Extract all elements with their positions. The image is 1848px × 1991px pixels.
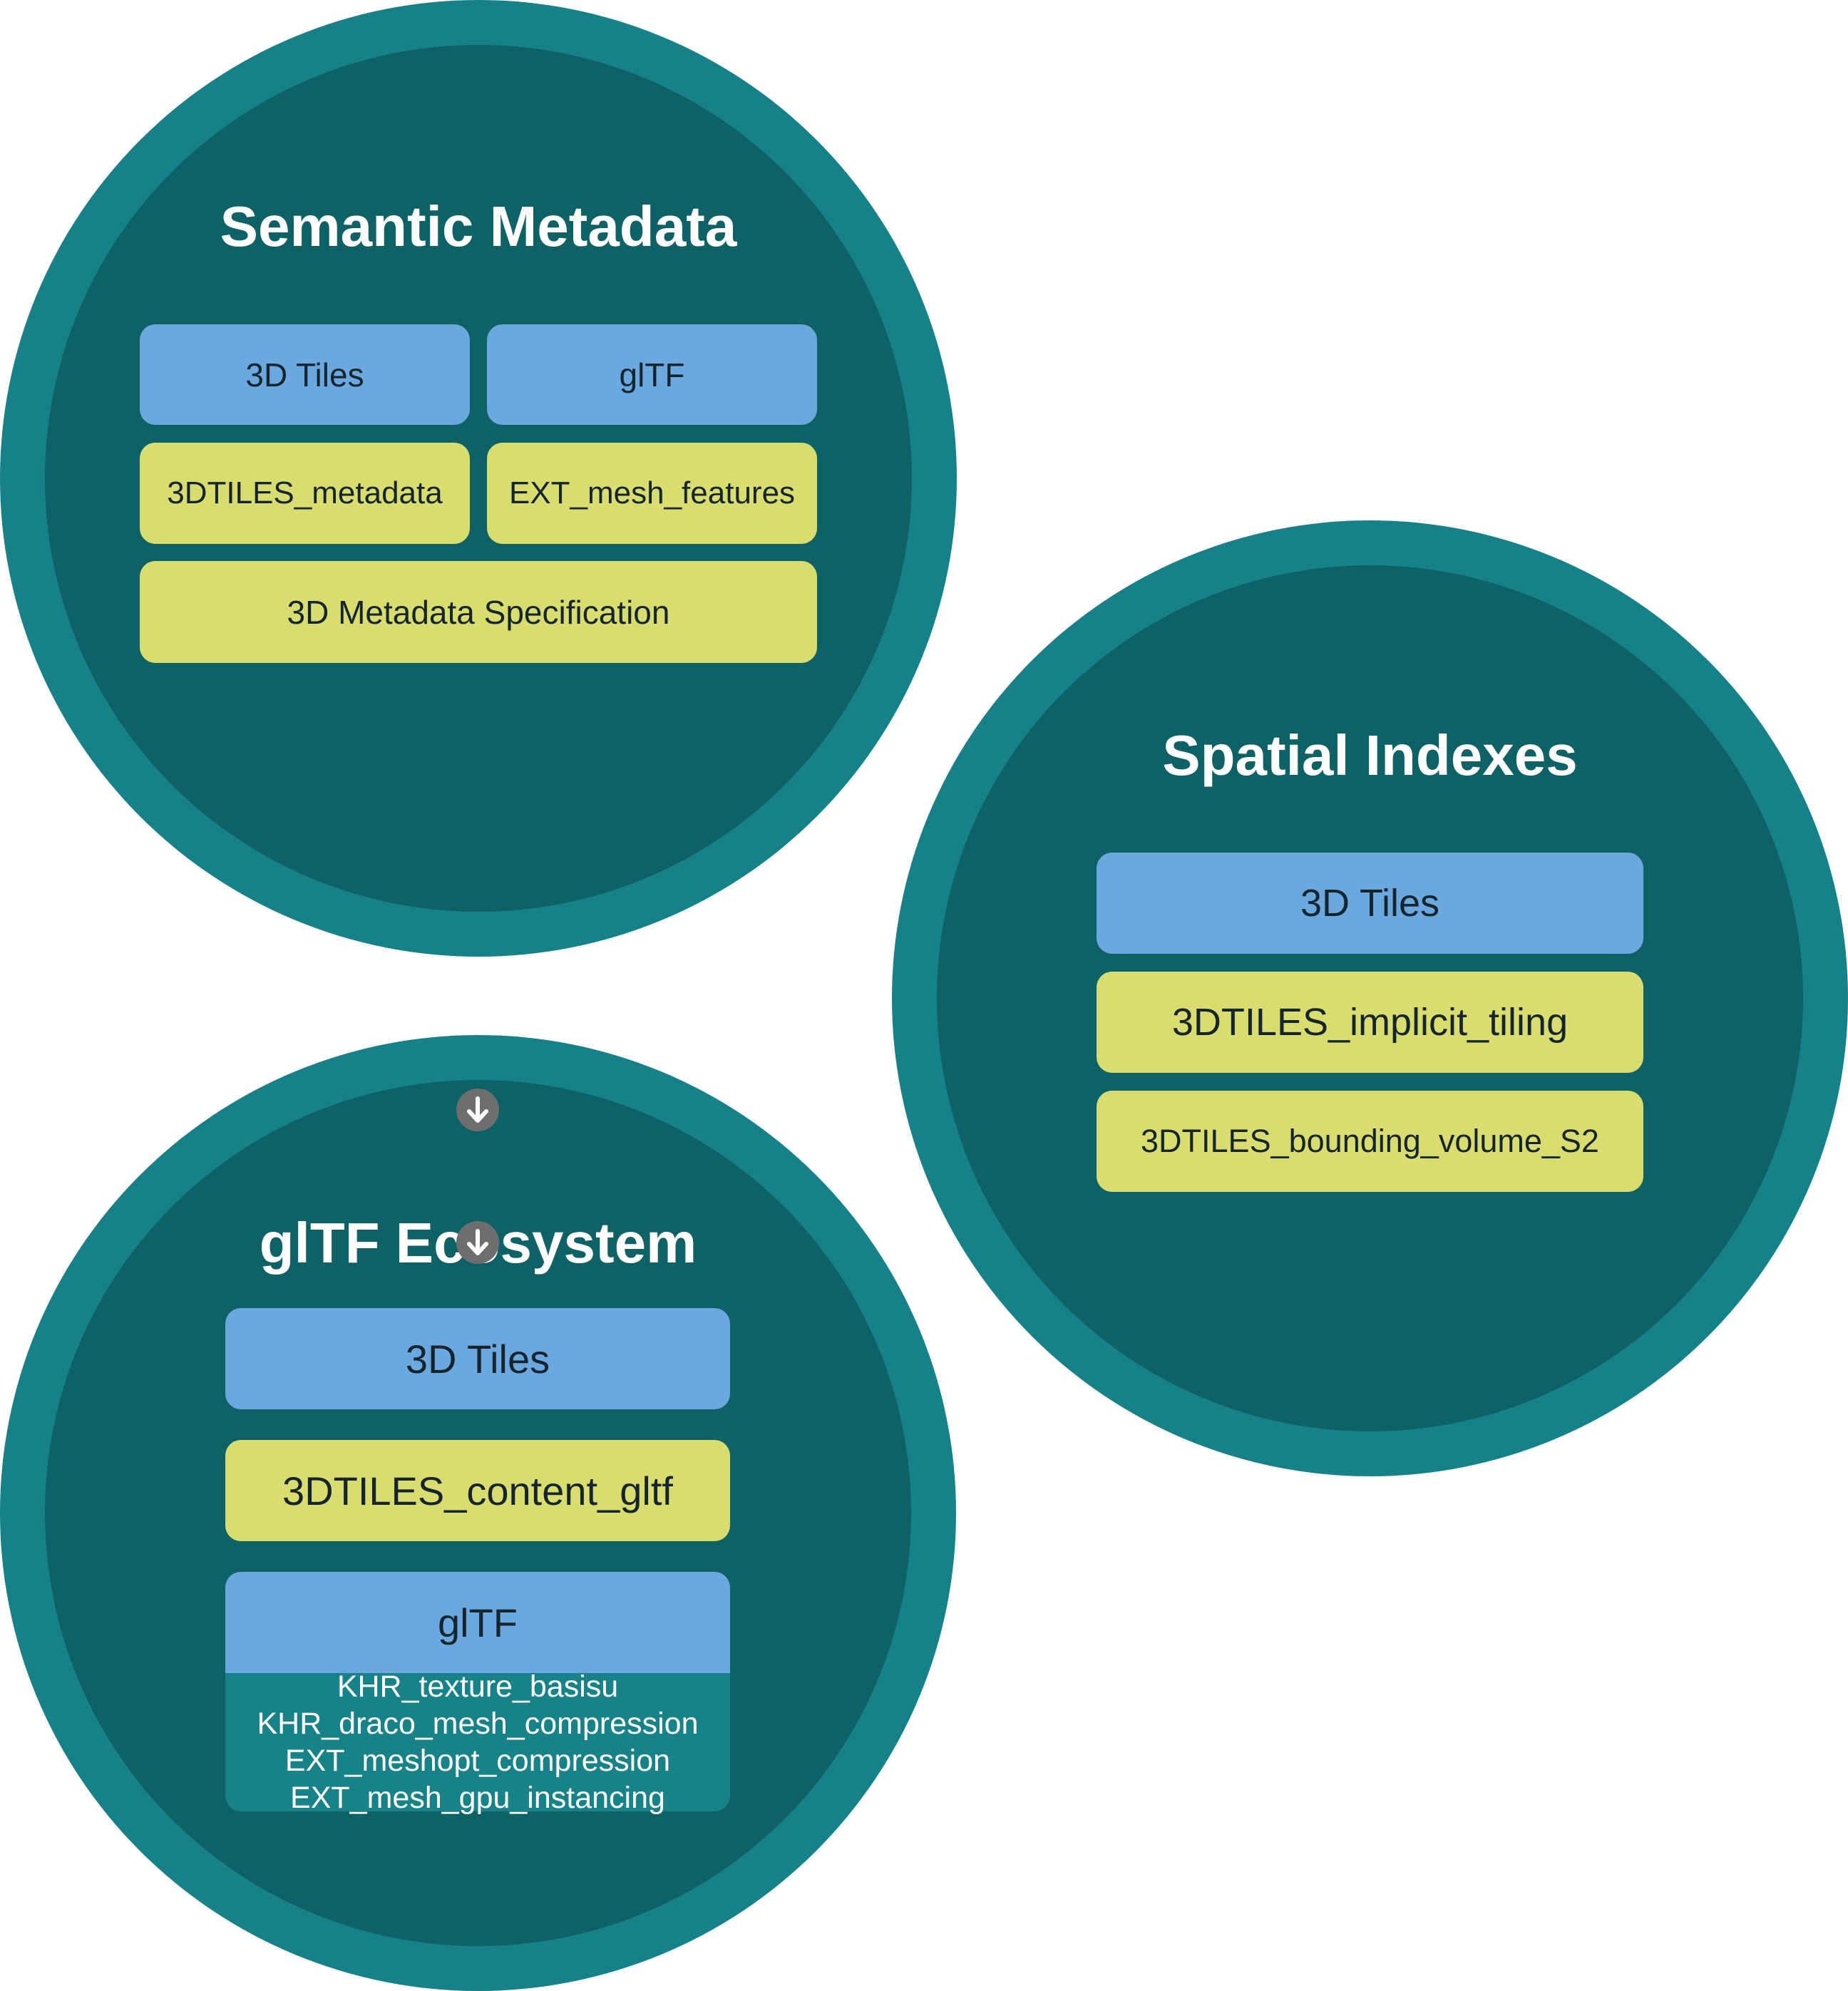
semantic-gltf-box: glTF	[487, 324, 817, 425]
gltf-ecosystem-circle: glTF Ecosystem 3D Tiles 3DTILES_content_…	[0, 1035, 956, 1991]
arrow-down-icon	[456, 1089, 499, 1131]
gltf-eco-content-gltf-box: 3DTILES_content_gltf	[225, 1440, 730, 1541]
spatial-indexes-title: Spatial Indexes	[1162, 724, 1578, 787]
semantic-3d-metadata-spec-box: 3D Metadata Specification	[140, 561, 817, 663]
gltf-eco-3d-tiles-box: 3D Tiles	[225, 1308, 730, 1409]
gltf-extensions-list: KHR_texture_basisu KHR_draco_mesh_compre…	[225, 1670, 730, 1815]
semantic-ext-mesh-features-box: EXT_mesh_features	[487, 443, 817, 544]
spatial-implicit-tiling-box: 3DTILES_implicit_tiling	[1097, 972, 1643, 1073]
semantic-3dtiles-metadata-box: 3DTILES_metadata	[140, 443, 470, 544]
extension-item: KHR_draco_mesh_compression	[257, 1707, 699, 1741]
spatial-bounding-volume-box: 3DTILES_bounding_volume_S2	[1097, 1091, 1643, 1192]
extension-item: EXT_mesh_gpu_instancing	[290, 1781, 665, 1815]
semantic-metadata-title: Semantic Metadata	[220, 195, 737, 258]
extension-item: KHR_texture_basisu	[337, 1670, 619, 1704]
spatial-3d-tiles-box: 3D Tiles	[1097, 853, 1643, 954]
arrow-down-icon	[456, 1221, 499, 1264]
gltf-eco-gltf-box: glTF	[225, 1572, 730, 1673]
spatial-indexes-circle: Spatial Indexes 3D Tiles 3DTILES_implici…	[892, 520, 1848, 1476]
semantic-metadata-circle: Semantic Metadata 3D Tiles glTF 3DTILES_…	[0, 0, 957, 957]
extension-item: EXT_meshopt_compression	[284, 1744, 671, 1778]
semantic-3d-tiles-box: 3D Tiles	[140, 324, 470, 425]
